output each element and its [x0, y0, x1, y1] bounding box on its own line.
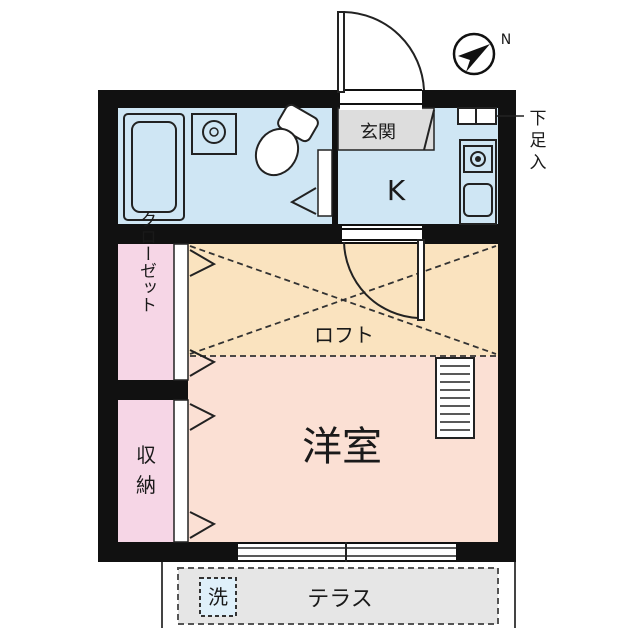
loft-ladder: [435, 357, 475, 439]
entrance-opening: [340, 88, 422, 110]
room-label: 洋室: [302, 424, 382, 470]
closet: [118, 244, 174, 380]
bathroom-door: [317, 149, 333, 217]
storage: [118, 400, 174, 542]
loft-label: ロフト: [314, 323, 374, 347]
bathtub: [123, 113, 185, 221]
terrace-label: テラス: [307, 587, 373, 612]
entrance-door: [337, 11, 425, 93]
shoe-box-label-3: 入: [530, 153, 547, 173]
kitchen-label: K: [387, 174, 406, 207]
compass-icon: [452, 32, 496, 76]
genkan-label: 玄関: [360, 122, 396, 143]
stove: [463, 145, 493, 173]
washer-space: [199, 577, 237, 617]
closet-label: クローゼット: [136, 211, 156, 313]
kitchen-sink: [463, 183, 493, 217]
storage-label-2: 納: [136, 473, 156, 497]
genkan-area: [337, 107, 435, 151]
kitchen-counter: [459, 139, 497, 225]
storage-label-1: 収: [136, 443, 156, 467]
shoe-box-label-1: 下: [530, 109, 547, 129]
toilet: [254, 103, 319, 177]
room-door: [343, 239, 425, 321]
shoe-box-label-2: 足: [530, 131, 547, 151]
washer-label: 洗: [208, 585, 228, 609]
compass-north-label: N: [501, 32, 511, 48]
